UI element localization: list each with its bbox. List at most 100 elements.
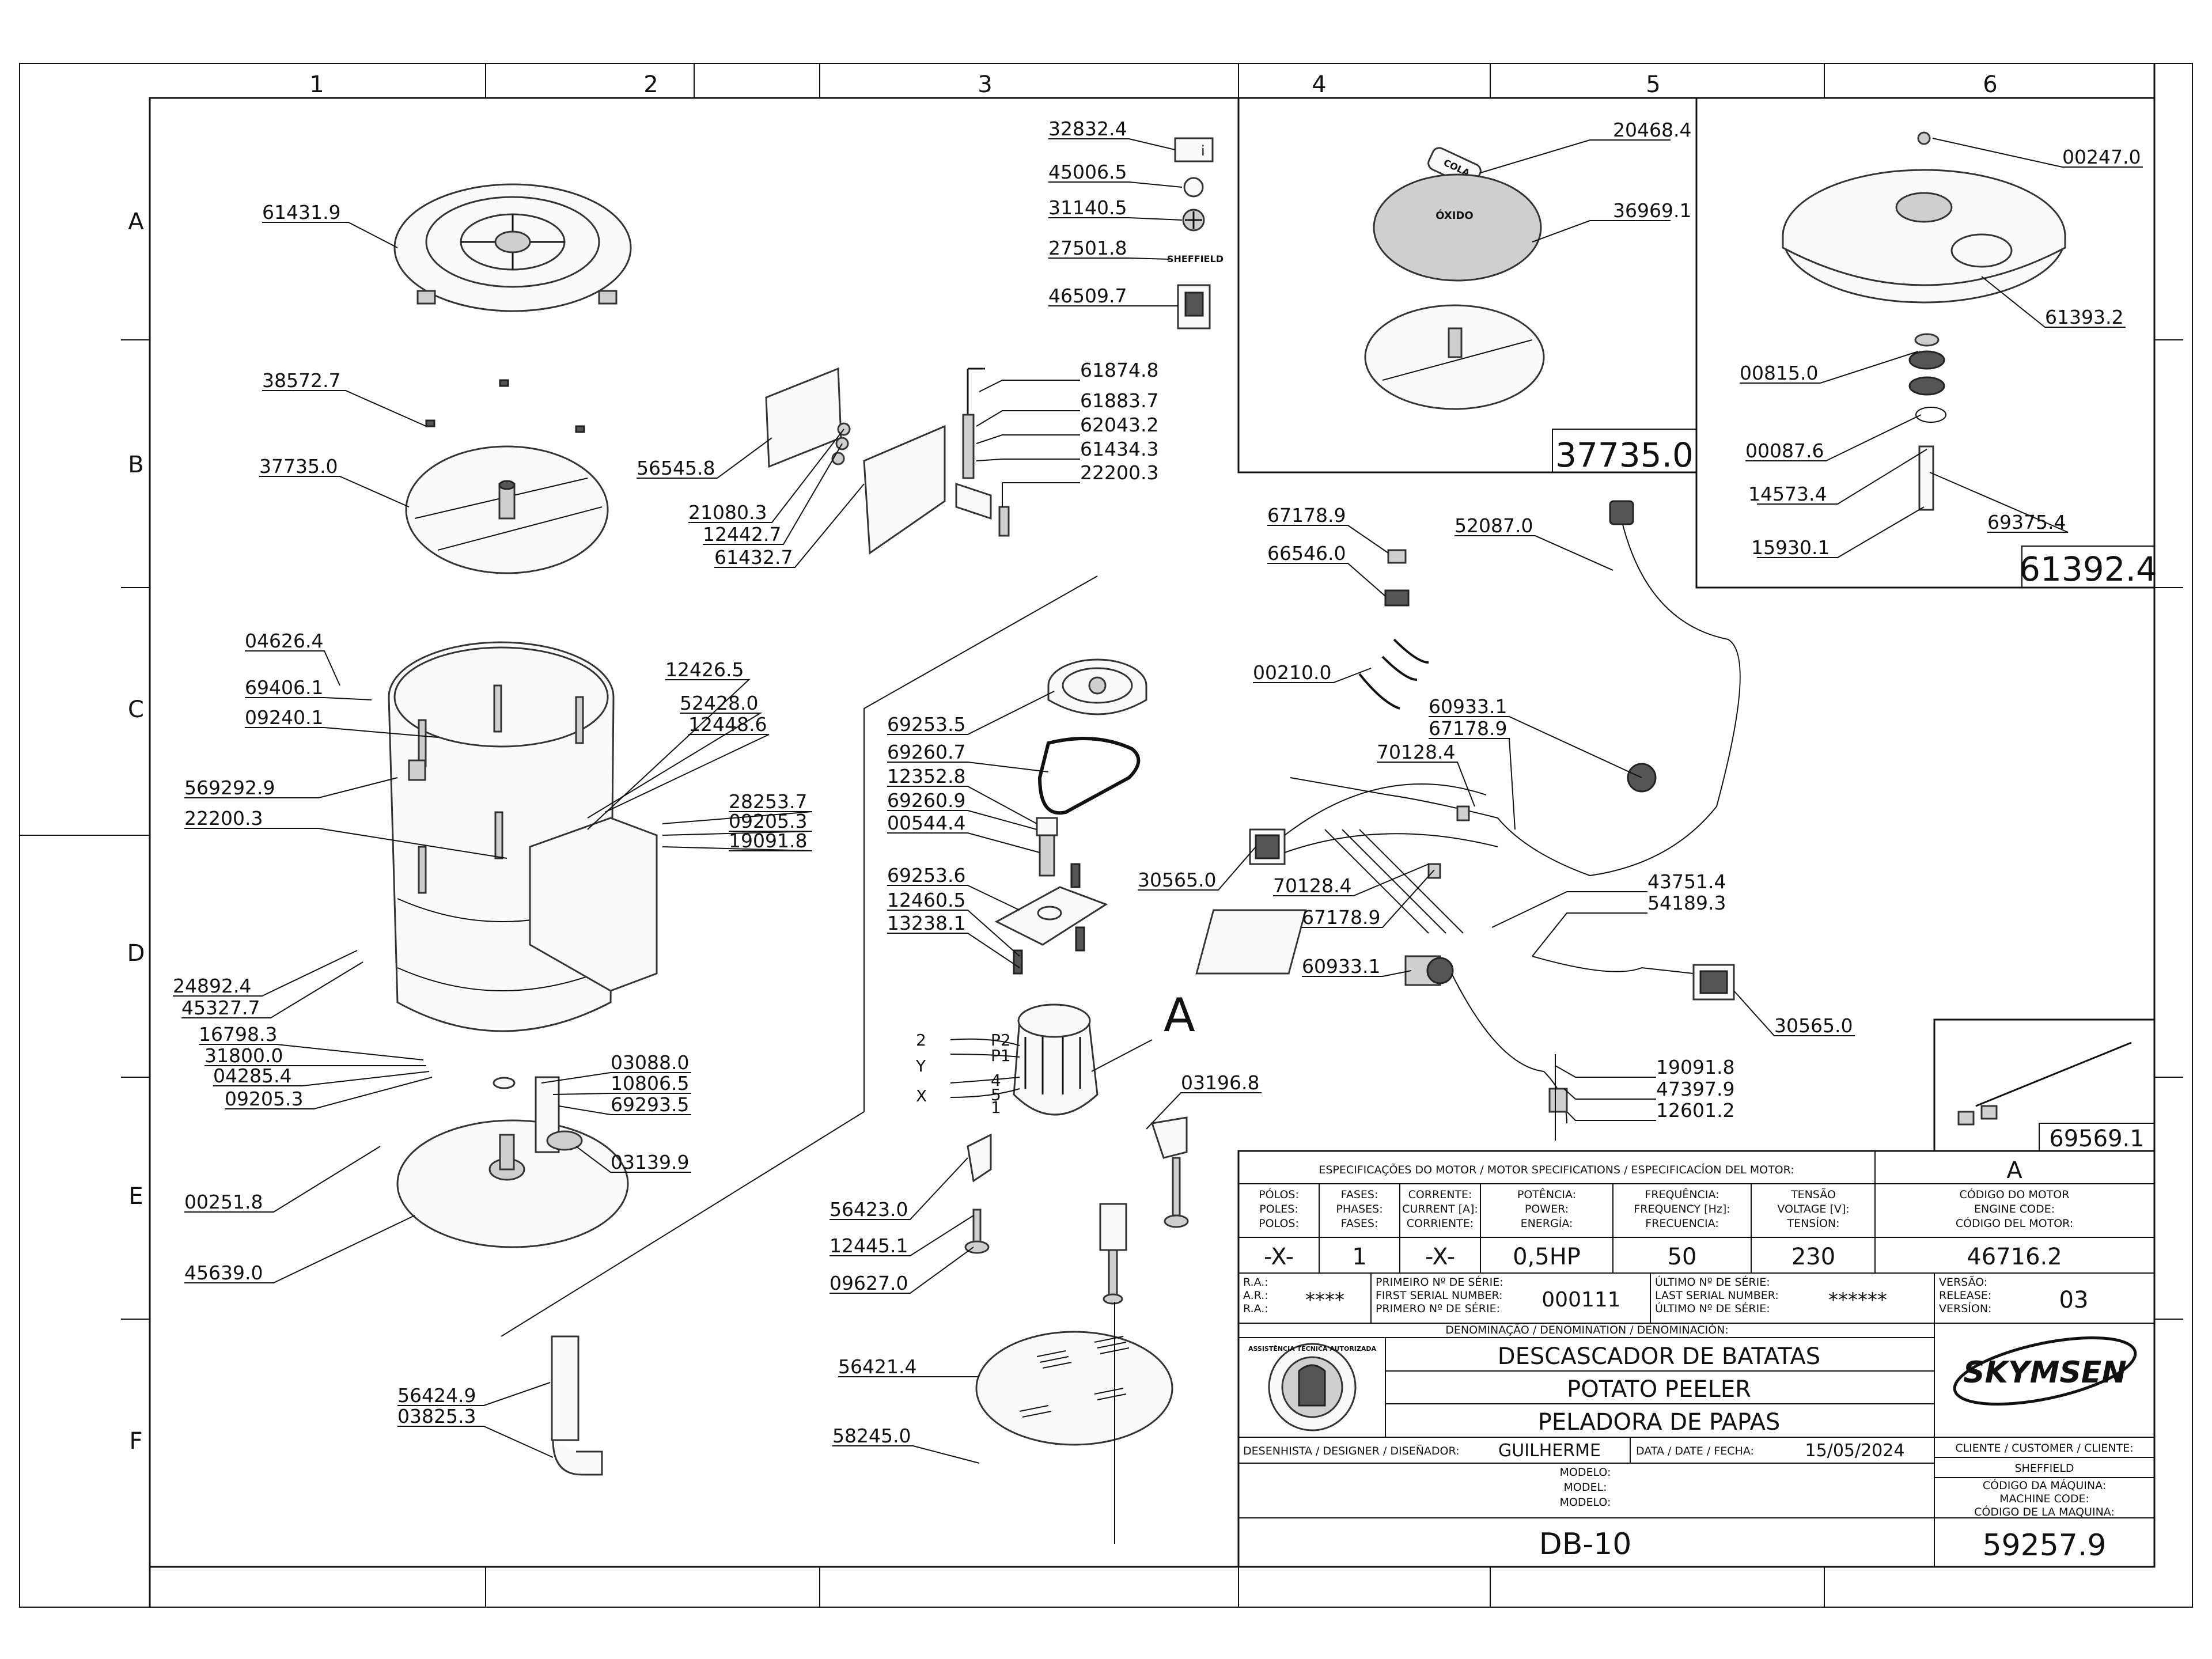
callout-09627-0: 09627.0 [830, 1272, 908, 1294]
lid-part [393, 183, 632, 312]
callout-31140-5: 31140.5 [1048, 196, 1127, 219]
callout-20468-4: 20468.4 [1613, 119, 1691, 141]
callout-28253-7: 28253.7 [729, 790, 807, 813]
motor-spec-letter: A [2006, 1157, 2022, 1184]
spec-frequency-label-es: FRECUENCIA: [1645, 1217, 1718, 1230]
inset-label-69569: 69569.1 [2049, 1126, 2144, 1152]
spec-voltage-label-es: TENSÍON: [1786, 1217, 1839, 1230]
skymsen-logo: SKYMSEN [1953, 1336, 2137, 1406]
callout-61393-2: 61393.2 [2045, 306, 2123, 328]
belt-part [1037, 737, 1141, 815]
callout-69375-4: 69375.4 [1987, 511, 2066, 533]
rust-sheet-text: ÓXIDO [1435, 209, 1473, 222]
inset-label-37735: 37735.0 [1555, 435, 1694, 475]
spec-col-power: POTÊNCIA: POWER: ENERGÍA: 0,5HP [1513, 1188, 1581, 1270]
callout-leaders [173, 138, 2143, 1464]
spec-voltage-value: 230 [1791, 1244, 1835, 1270]
callout-15930-1: 15930.1 [1751, 536, 1830, 559]
first-serial-label-pt: PRIMEIRO Nº DE SÉRIE: [1376, 1275, 1503, 1289]
spec-power-value: 0,5HP [1513, 1244, 1581, 1270]
grid-col-1: 1 [309, 71, 324, 98]
callout-62043-2: 62043.2 [1080, 414, 1158, 436]
callout-14573-4: 14573.4 [1748, 483, 1827, 505]
spec-col-voltage: TENSÃO VOLTAGE [V]: TENSÍON: 230 [1777, 1188, 1849, 1270]
spec-poles-label-en: POLES: [1259, 1203, 1298, 1215]
callout-67178-9-mid: 67178.9 [1429, 717, 1507, 740]
date-value: 15/05/2024 [1805, 1441, 1905, 1461]
grid-col-5: 5 [1646, 71, 1660, 98]
spec-power-label-en: POWER: [1525, 1203, 1569, 1215]
spec-voltage-label-pt: TENSÃO [1790, 1188, 1836, 1201]
last-serial-label-pt: ÚLTIMO Nº DE SÉRIE: [1655, 1275, 1770, 1289]
name-spanish: PELADORA DE PAPAS [1538, 1409, 1781, 1435]
spec-col-poles: PÓLOS: POLES: POLOS: -X- [1259, 1187, 1299, 1270]
last-serial-label-en: LAST SERIAL NUMBER: [1655, 1289, 1779, 1302]
spec-phases-label-pt: FASES: [1341, 1188, 1378, 1201]
callout-03825-3: 03825.3 [397, 1405, 476, 1427]
inset-box-37735: 37735.0 [1237, 98, 1698, 475]
spec-current-label-es: CORRIENTE: [1407, 1217, 1474, 1230]
grid-row-E: E [128, 1183, 143, 1210]
inset-label-61392: 61392.4 [2019, 550, 2157, 589]
spec-phases-value: 1 [1352, 1244, 1366, 1270]
motor-plate-part [994, 817, 1108, 975]
disc-plate-part [405, 379, 609, 574]
seal-text: ASSISTÊNCIA TÉCNICA AUTORIZADA [1248, 1345, 1377, 1353]
callout-69406-1: 69406.1 [245, 676, 323, 699]
ra-label-3: R.A.: [1243, 1302, 1268, 1315]
grid-col-6: 6 [1983, 71, 1997, 98]
spec-power-label-es: ENERGÍA: [1521, 1217, 1573, 1230]
spec-col-frequency: FREQUÊNCIA: FREQUENCY [Hz]: FRECUENCIA: … [1634, 1188, 1730, 1270]
callout-69253-5: 69253.5 [887, 713, 965, 736]
motor-letter-A: A [1164, 988, 1195, 1042]
callout-09240-1: 09240.1 [245, 706, 323, 729]
first-serial-label-en: FIRST SERIAL NUMBER: [1376, 1289, 1503, 1302]
spec-col-phases: FASES: PHASES: FASES: 1 [1336, 1188, 1382, 1270]
callout-21080-3: 21080.3 [688, 501, 767, 524]
spec-poles-label-pt: PÓLOS: [1259, 1187, 1299, 1201]
callout-00087-6: 00087.6 [1745, 440, 1824, 462]
denomination-header: DENOMINAÇÃO / DENOMINATION / DENOMINACIÓ… [1445, 1323, 1729, 1336]
grid-col-4: 4 [1312, 71, 1326, 98]
version-label-en: RELEASE: [1939, 1289, 1991, 1302]
callout-00815-0: 00815.0 [1740, 362, 1818, 384]
callout-38572-7: 38572.7 [262, 369, 340, 392]
name-english: POTATO PEELER [1567, 1376, 1751, 1403]
designer-value: GUILHERME [1498, 1441, 1601, 1461]
callout-61431-9: 61431.9 [262, 201, 340, 224]
client-label: CLIENTE / CUSTOMER / CLIENTE: [1955, 1442, 2133, 1455]
callout-32832-4: 32832.4 [1048, 118, 1127, 140]
wiring-harness [1195, 500, 1741, 1141]
callout-61883-7: 61883.7 [1080, 389, 1158, 412]
spec-poles-value: -X- [1264, 1244, 1294, 1270]
callout-52428-0: 52428.0 [680, 692, 758, 714]
motor-code-value: 46716.2 [1967, 1244, 2062, 1270]
callout-16798-3: 16798.3 [199, 1023, 277, 1046]
callout-67178-9-top: 67178.9 [1267, 504, 1346, 527]
machine-code-label-es: CÓDIGO DE LA MAQUINA: [1974, 1505, 2115, 1518]
grid-row-D: D [127, 940, 145, 967]
svg-text:i: i [1201, 143, 1205, 159]
explosion-guide-line [501, 575, 1098, 1337]
callout-10806-5: 10806.5 [611, 1072, 689, 1094]
ra-value: **** [1305, 1289, 1344, 1312]
lower-disc-assembly [1782, 131, 2066, 511]
motor-code-label-es: CÓDIGO DEL MOTOR: [1956, 1216, 2073, 1230]
last-serial-value: ****** [1828, 1289, 1887, 1312]
model-label-pt: MODELO: [1560, 1466, 1611, 1479]
spec-frequency-label-pt: FREQUÊNCIA: [1645, 1188, 1719, 1201]
version-label-es: VERSÍON: [1939, 1302, 1991, 1315]
callout-69260-9: 69260.9 [887, 789, 965, 812]
inset-box-69569: 69569.1 [1933, 1018, 2156, 1152]
model-label-es: MODELO: [1560, 1496, 1611, 1509]
ra-label-1: R.A.: [1243, 1276, 1268, 1289]
callout-12426-5: 12426.5 [665, 658, 744, 681]
version-value: 03 [2059, 1287, 2089, 1313]
callout-45006-5: 45006.5 [1048, 161, 1127, 183]
spec-power-label-pt: POTÊNCIA: [1517, 1188, 1576, 1201]
bowl-part [388, 641, 658, 1032]
glue-and-rust-items: COLA ÓXIDO [1364, 147, 1545, 410]
motor-wire-1: 1 [991, 1098, 1001, 1117]
client-value: SHEFFIELD [2014, 1462, 2074, 1475]
